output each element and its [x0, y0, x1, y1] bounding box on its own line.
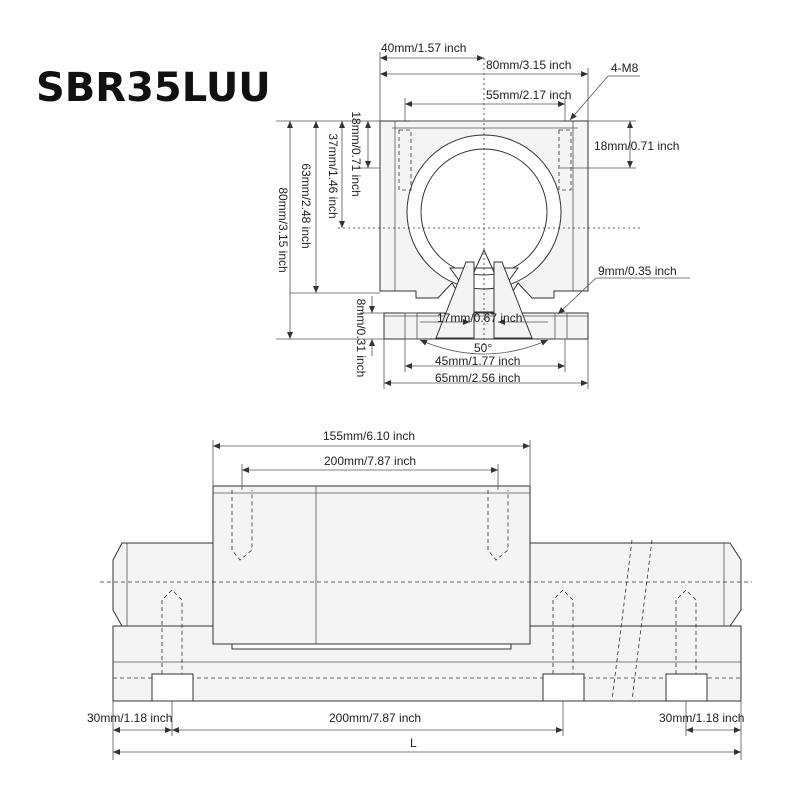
- dim-80-left: 80mm/3.15 inch: [276, 187, 290, 272]
- tapped-hole-right: [558, 129, 572, 191]
- dim-50deg: 50°: [474, 341, 492, 355]
- dim-37: 37mm/1.46 inch: [326, 133, 340, 218]
- dim-9: 9mm/0.35 inch: [598, 264, 677, 278]
- dim-8: 8mm/0.31 inch: [354, 299, 368, 378]
- dim-200-bottom: 200mm/7.87 inch: [329, 711, 421, 725]
- bearing-block-side: [212, 485, 531, 645]
- counterbore-1: [151, 673, 194, 702]
- dim-18-right: 18mm/0.71 inch: [594, 139, 679, 153]
- dim-18-vert: 18mm/0.71 inch: [349, 111, 363, 196]
- counterbore-2: [542, 673, 585, 702]
- dim-40: 40mm/1.57 inch: [381, 41, 466, 55]
- dim-30-right: 30mm/1.18 inch: [659, 711, 744, 725]
- dim-55: 55mm/2.17 inch: [486, 88, 571, 102]
- counterbore-3: [665, 673, 708, 702]
- side-view: 155mm/6.10 inch 200mm/7.87 inch 30mm/1.1…: [87, 429, 752, 760]
- dim-4m8: 4-M8: [611, 61, 639, 75]
- dim-80-top: 80mm/3.15 inch: [486, 58, 571, 72]
- front-view: 40mm/1.57 inch 80mm/3.15 inch 4-M8 55mm/…: [276, 41, 690, 389]
- dim-155: 155mm/6.10 inch: [323, 429, 415, 443]
- product-title: SBR35LUU: [36, 65, 271, 111]
- tapped-hole-left: [398, 129, 412, 191]
- dim-63: 63mm/2.48 inch: [299, 163, 313, 248]
- dim-30-left: 30mm/1.18 inch: [87, 711, 172, 725]
- rail-base-plate: [383, 312, 589, 340]
- dim-L: L: [410, 736, 417, 750]
- dim-17: 17mm/0.67 inch: [437, 311, 522, 325]
- dim-200-top: 200mm/7.87 inch: [324, 454, 416, 468]
- dim-45: 45mm/1.77 inch: [435, 354, 520, 368]
- dim-65: 65mm/2.56 inch: [435, 371, 520, 385]
